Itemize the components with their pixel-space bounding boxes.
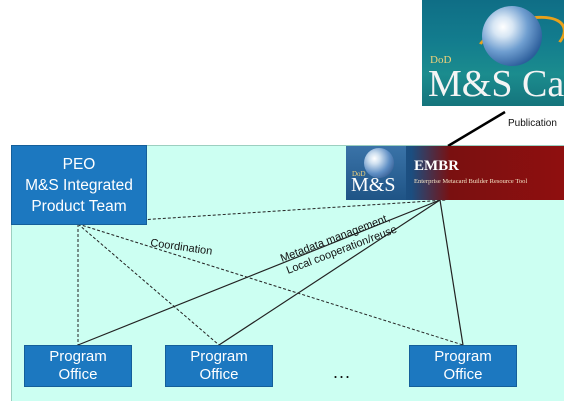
program-office-line1: Program xyxy=(434,348,492,365)
embr-logo-subtitle: Enterprise Metacard Builder Resource Too… xyxy=(414,178,528,185)
program-office-box: Program Office xyxy=(409,345,517,387)
coordination-label: Coordination xyxy=(150,237,213,258)
program-office-box: Program Office xyxy=(24,345,132,387)
catalog-logo-text: M&S Cat xyxy=(428,63,564,105)
solid-line-embr-po2 xyxy=(218,199,441,346)
embr-logo-dod: DoD xyxy=(352,170,366,178)
embr-logo: DoD M&S EMBR Enterprise Metacard Builder… xyxy=(346,146,564,200)
program-office-line2: Office xyxy=(58,366,98,383)
program-office-box: Program Office xyxy=(165,345,273,387)
ellipsis: ... xyxy=(333,362,352,382)
solid-line-embr-po1 xyxy=(77,199,441,346)
embr-logo-title: EMBR xyxy=(414,158,459,174)
program-office-line1: Program xyxy=(190,348,248,365)
peo-line1: PEO xyxy=(62,155,96,173)
globe-icon xyxy=(482,6,542,66)
dashed-line-peo-po2 xyxy=(77,223,220,346)
peo-line3: Product Team xyxy=(31,197,127,215)
dod-ms-catalog-logo: DoD M&S Cat xyxy=(422,0,564,106)
program-office-line2: Office xyxy=(443,366,483,383)
dashed-line-peo-po3 xyxy=(77,223,464,346)
peo-line2: M&S Integrated xyxy=(25,176,133,194)
publication-label: Publication xyxy=(508,118,557,129)
catalog-logo-dod: DoD xyxy=(430,54,452,66)
program-office-line2: Office xyxy=(199,366,239,383)
globe-icon xyxy=(364,148,394,178)
embr-logo-ms: M&S xyxy=(351,174,396,196)
publication-line xyxy=(447,110,506,148)
peo-box: PEO M&S Integrated Product Team xyxy=(11,145,147,225)
solid-line-embr-po3 xyxy=(439,199,464,346)
program-office-line1: Program xyxy=(49,348,107,365)
